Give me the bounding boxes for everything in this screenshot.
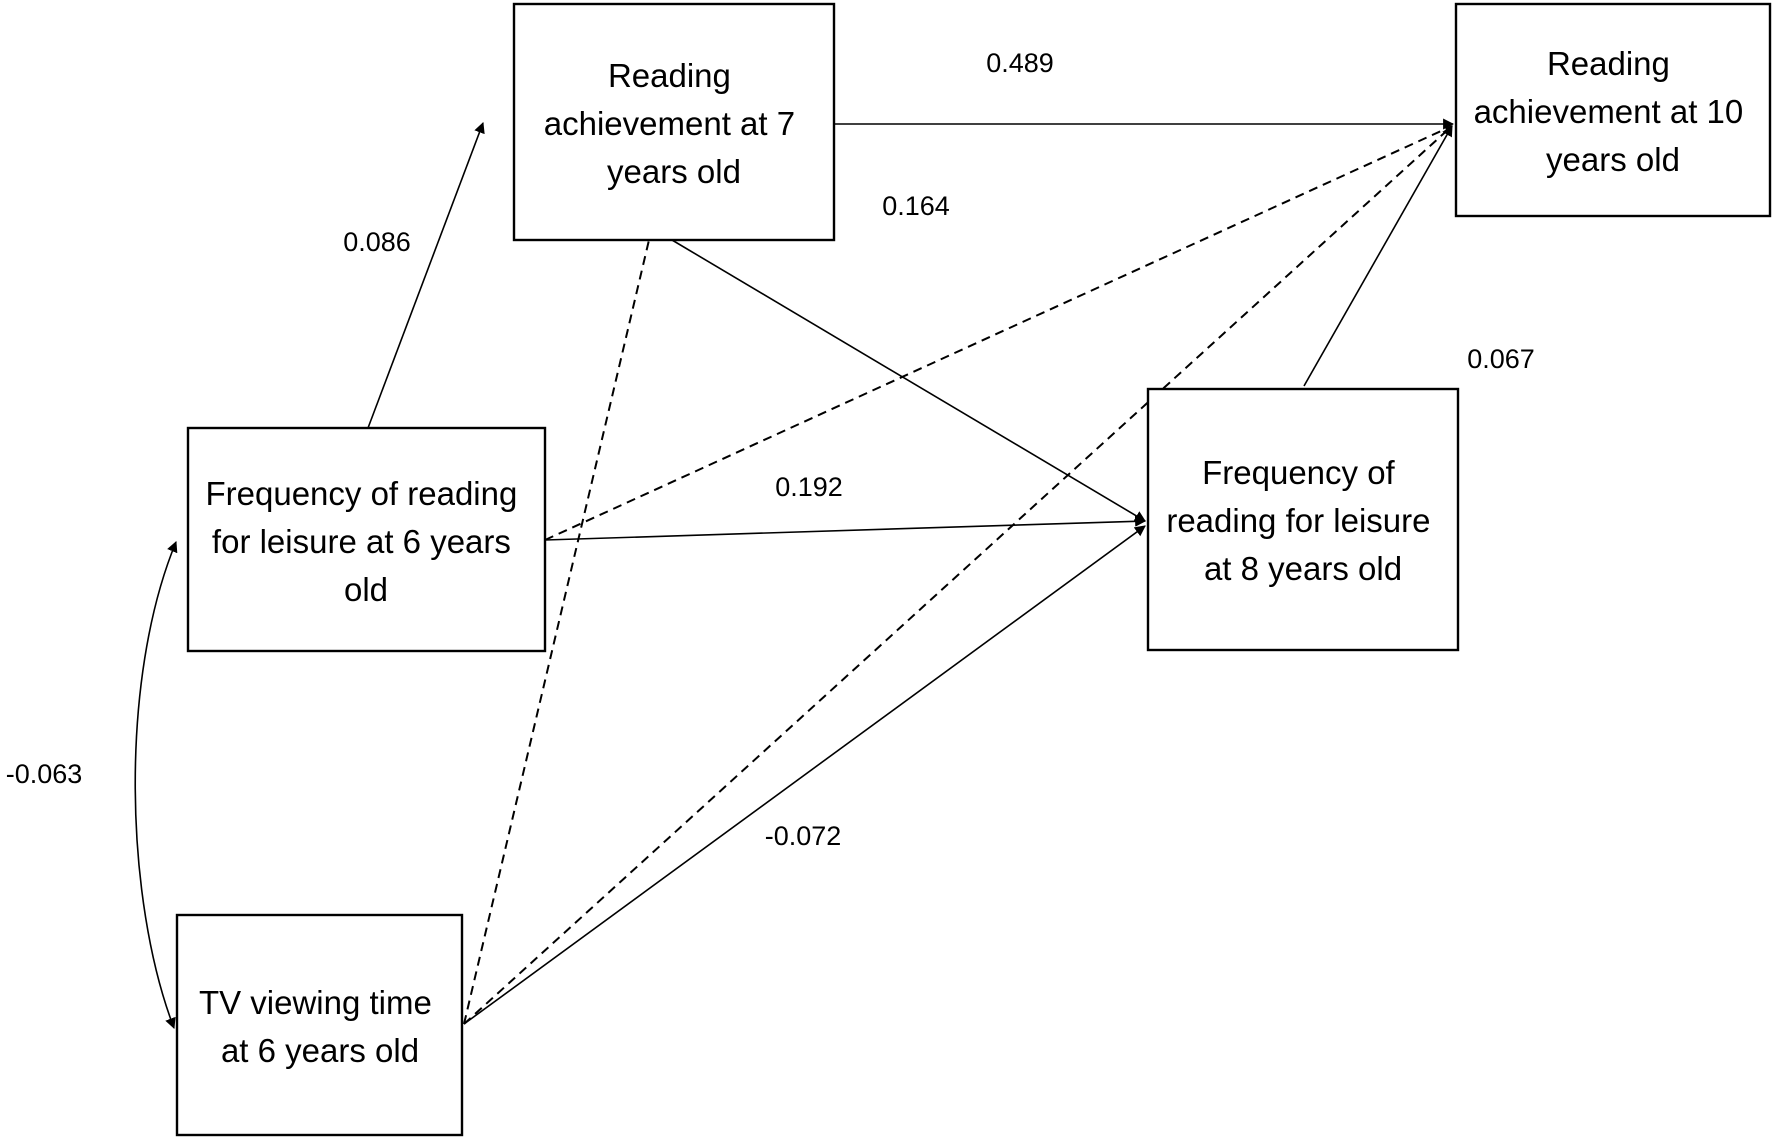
- node-label-line: for leisure at 6 years: [212, 523, 511, 560]
- coefficient-covariance: -0.063: [6, 759, 83, 789]
- node-label-line: years old: [607, 153, 741, 190]
- node-frequency-reading-6: Frequency of reading for leisure at 6 ye…: [186, 426, 547, 653]
- covariance-fr6-tv6: [134, 540, 178, 1030]
- node-label-line: at 8 years old: [1204, 550, 1402, 587]
- svg-text:Frequency of reading for: Frequency of reading for leisure at 8 ye…: [1166, 454, 1439, 587]
- path-ra7-to-fr8: [671, 239, 1146, 522]
- node-label-line: at 6 years old: [221, 1032, 419, 1069]
- node-label-line: Reading: [608, 57, 731, 94]
- dashed-path-fr6-to-ra10: [544, 125, 1453, 541]
- node-label-line: achievement at 10: [1474, 93, 1744, 130]
- node-reading-achievement-10: Reading achievement at 10 years old: [1454, 2, 1772, 218]
- coefficient-fr6-fr8: 0.192: [775, 472, 843, 502]
- node-label-line: Frequency of reading: [205, 475, 517, 512]
- node-tv-viewing-6: TV viewing time at 6 years old: [175, 913, 464, 1137]
- coefficient-ra7-ra10: 0.489: [986, 48, 1054, 78]
- node-frequency-reading-8: Frequency of reading for leisure at 8 ye…: [1146, 387, 1460, 652]
- path-tv6-to-fr8: [463, 525, 1146, 1025]
- svg-text:TV viewing time at 6 yea: TV viewing time at 6 years old: [199, 984, 441, 1069]
- svg-text:Reading achievement at 7: Reading achievement at 7 years old: [544, 57, 805, 190]
- node-label-line: Reading: [1547, 45, 1670, 82]
- node-label-line: TV viewing time: [199, 984, 432, 1021]
- coefficient-fr6-ra7: 0.086: [343, 227, 411, 257]
- edge-layer: [134, 118, 1455, 1030]
- svg-text:Frequency of reading for: Frequency of reading for leisure at 6 ye…: [205, 475, 526, 608]
- coefficient-tv6-fr8: -0.072: [765, 821, 842, 851]
- node-reading-achievement-7: Reading achievement at 7 years old: [512, 2, 836, 242]
- path-fr6-to-fr8: [544, 515, 1147, 541]
- path-fr6-to-ra7: [367, 121, 485, 429]
- svg-text:Reading achievement at 1: Reading achievement at 10 years old: [1474, 45, 1753, 178]
- path-fr8-to-ra10: [1303, 125, 1453, 387]
- dashed-path-tv6-to-ra10: [463, 125, 1453, 1025]
- node-label-line: reading for leisure: [1166, 502, 1430, 539]
- coefficient-ra7-fr8: 0.164: [882, 191, 950, 221]
- node-label-line: years old: [1546, 141, 1680, 178]
- node-label-line: old: [344, 571, 388, 608]
- node-label-line: achievement at 7: [544, 105, 795, 142]
- coefficient-fr8-ra10: 0.067: [1467, 344, 1535, 374]
- coefficient-labels: 0.489 0.164 0.086 0.067 0.192 -0.063 -0.…: [6, 48, 1535, 851]
- node-label-line: Frequency of: [1202, 454, 1395, 491]
